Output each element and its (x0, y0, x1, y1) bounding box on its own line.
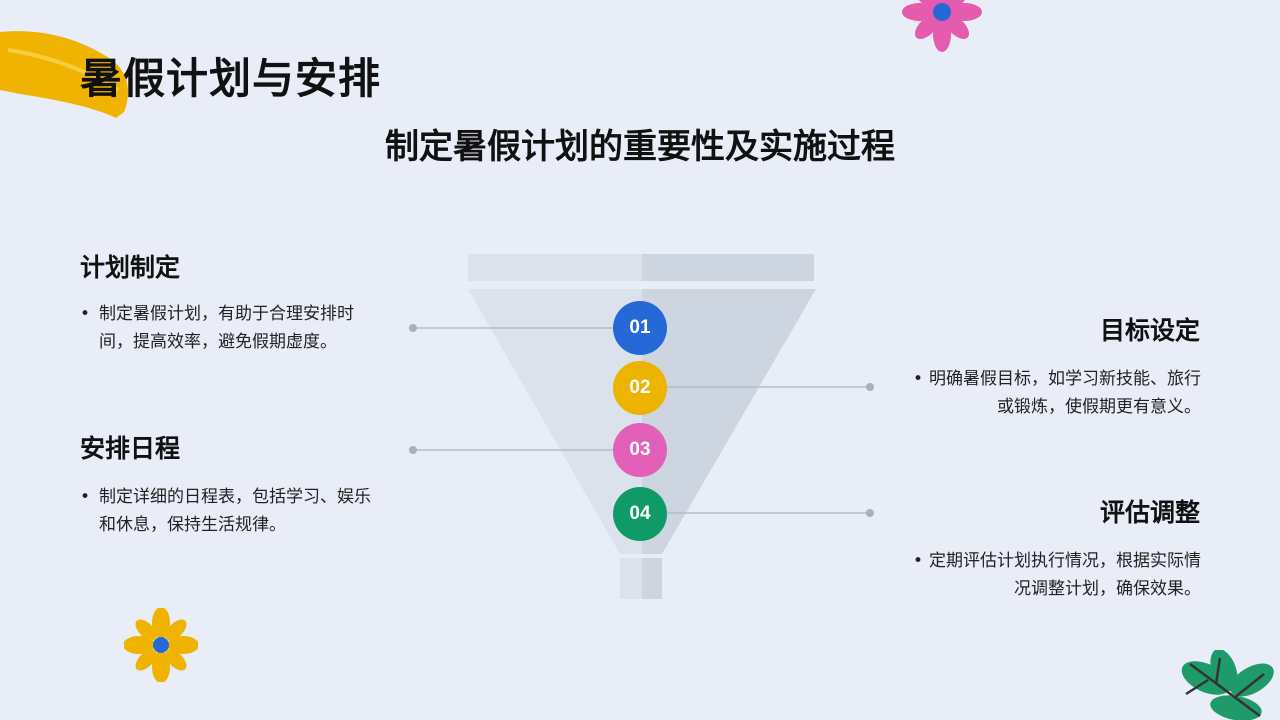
bullet-text: 制定暑假计划，有助于合理安排时间，提高效率，避免假期虚度。 (99, 304, 354, 352)
section-title-evaluate: 评估调整 (1099, 498, 1200, 527)
slide-title: 暑假计划与安排 (80, 54, 382, 103)
slide-subtitle: 制定暑假计划的重要性及实施过程 (385, 127, 895, 167)
bullet-dot: • (912, 551, 923, 571)
bullet-text: 制定详细的日程表，包括学习、娱乐和休息，保持生活规律。 (99, 487, 371, 535)
bullet-dot: • (80, 487, 91, 507)
bullet-text: 定期评估计划执行情况，根据实际情况调整计划，确保效果。 (929, 551, 1201, 599)
yellow-flower-decoration (124, 608, 198, 682)
bullet-dot: • (912, 369, 923, 389)
section-title-goal: 目标设定 (1099, 316, 1200, 345)
bullet-text: 明确暑假目标，如学习新技能、旅行或锻炼，使假期更有意义。 (929, 369, 1201, 417)
connector-lines (413, 327, 870, 514)
green-leaves-decoration (1181, 650, 1274, 720)
section-title-plan: 计划制定 (80, 253, 181, 282)
step-badge-02: 02 (613, 361, 667, 415)
funnel-shape (468, 254, 816, 599)
yellow-brush-stroke (0, 31, 128, 119)
bullet-goal: • 明确暑假目标，如学习新技能、旅行或锻炼，使假期更有意义。 (900, 365, 1201, 421)
step-badge-04: 04 (613, 487, 667, 541)
step-badge-03: 03 (613, 423, 667, 477)
bullet-schedule: • 制定详细的日程表，包括学习、娱乐和休息，保持生活规律。 (80, 483, 385, 539)
section-title-schedule: 安排日程 (80, 434, 181, 463)
pink-flower-decoration (902, 0, 982, 52)
step-badge-01: 01 (613, 301, 667, 355)
connector-dots (409, 324, 874, 517)
bullet-plan: • 制定暑假计划，有助于合理安排时间，提高效率，避免假期虚度。 (80, 300, 385, 356)
bullet-dot: • (80, 304, 91, 324)
bullet-evaluate: • 定期评估计划执行情况，根据实际情况调整计划，确保效果。 (900, 547, 1201, 603)
